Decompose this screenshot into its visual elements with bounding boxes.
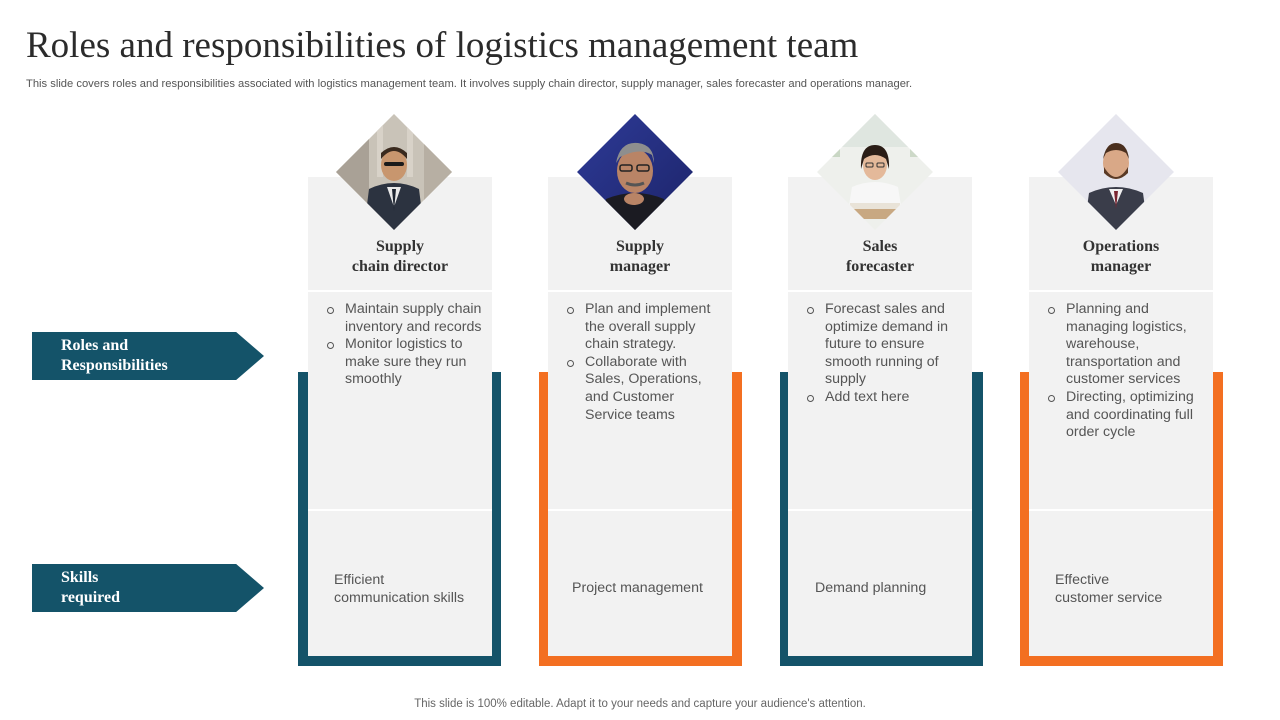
thinking-man-photo-icon — [577, 114, 693, 230]
member-photo-frame — [577, 114, 693, 230]
member-card-supply-manager: Supply manager Plan and implement the ov… — [548, 177, 732, 656]
woman-at-desk-photo-icon — [817, 114, 933, 230]
skill-line: Effective — [1055, 572, 1110, 588]
page-subtitle: This slide covers roles and responsibili… — [26, 78, 913, 90]
responsibility-list: Forecast sales and optimize demand in fu… — [806, 301, 964, 407]
member-name: Operations manager — [1029, 237, 1213, 277]
member-name-line: forecaster — [845, 258, 915, 275]
responsibility-item: Forecast sales and optimize demand in fu… — [806, 301, 964, 389]
member-card-supply-chain-director: Supply chain director Maintain supply ch… — [308, 177, 492, 656]
skills-row-label: Skills required — [32, 564, 264, 612]
responsibility-list: Plan and implement the overall supply ch… — [566, 301, 724, 424]
responsibility-item: Add text here — [806, 389, 964, 407]
member-card-operations-manager: Operations manager Planning and managing… — [1029, 177, 1213, 656]
card-divider — [1029, 509, 1213, 511]
bearded-man-photo-icon — [1058, 114, 1174, 230]
member-photo-frame — [1058, 114, 1174, 230]
card-divider — [1029, 290, 1213, 292]
skill-text: Efficient communication skills — [334, 571, 486, 607]
skill-text: Project management — [572, 579, 726, 597]
member-name-line: Operations — [1082, 238, 1160, 255]
responsibility-item: Plan and implement the overall supply ch… — [566, 301, 724, 354]
responsibility-list: Maintain supply chain inventory and reco… — [326, 301, 484, 389]
member-name-line: chain director — [351, 258, 449, 275]
member-name-line: Sales — [862, 238, 898, 255]
card-divider — [308, 290, 492, 292]
responsibility-item: Maintain supply chain inventory and reco… — [326, 301, 484, 336]
member-name-line: Supply — [375, 238, 425, 255]
member-name-line: manager — [609, 258, 671, 275]
member-photo-frame — [817, 114, 933, 230]
skills-label-line: Skills — [61, 569, 99, 586]
responsibility-item: Directing, optimizing and coordinating f… — [1047, 389, 1205, 442]
responsibility-item: Monitor logistics to make sure they run … — [326, 336, 484, 389]
member-name-line: manager — [1090, 258, 1152, 275]
roles-row-label: Roles and Responsibilities — [32, 332, 264, 380]
card-divider — [548, 509, 732, 511]
member-name: Supply chain director — [308, 237, 492, 277]
skill-line: communication skills — [334, 590, 465, 606]
member-name: Supply manager — [548, 237, 732, 277]
card-divider — [788, 290, 972, 292]
responsibility-item: Planning and managing logistics, warehou… — [1047, 301, 1205, 389]
skill-line: Demand planning — [815, 580, 927, 596]
member-name: Sales forecaster — [788, 237, 972, 277]
card-divider — [308, 509, 492, 511]
roles-label-line: Responsibilities — [61, 357, 168, 374]
responsibility-list: Planning and managing logistics, warehou… — [1047, 301, 1205, 442]
skills-label-line: required — [61, 589, 120, 606]
footer-note: This slide is 100% editable. Adapt it to… — [414, 698, 866, 710]
card-divider — [788, 509, 972, 511]
member-name-line: Supply — [615, 238, 665, 255]
skill-line: Efficient — [334, 572, 385, 588]
member-card-sales-forecaster: Sales forecaster Forecast sales and opti… — [788, 177, 972, 656]
page-title: Roles and responsibilities of logistics … — [26, 25, 859, 66]
skill-line: Project management — [572, 580, 703, 596]
skill-line: customer service — [1055, 590, 1163, 606]
roles-label-line: Roles and — [61, 337, 129, 354]
businessman-photo-icon — [336, 114, 452, 230]
skill-text: Effective customer service — [1055, 571, 1207, 607]
skill-text: Demand planning — [815, 579, 966, 597]
member-photo-frame — [336, 114, 452, 230]
responsibility-item: Collaborate with Sales, Operations, and … — [566, 354, 724, 424]
card-divider — [548, 290, 732, 292]
